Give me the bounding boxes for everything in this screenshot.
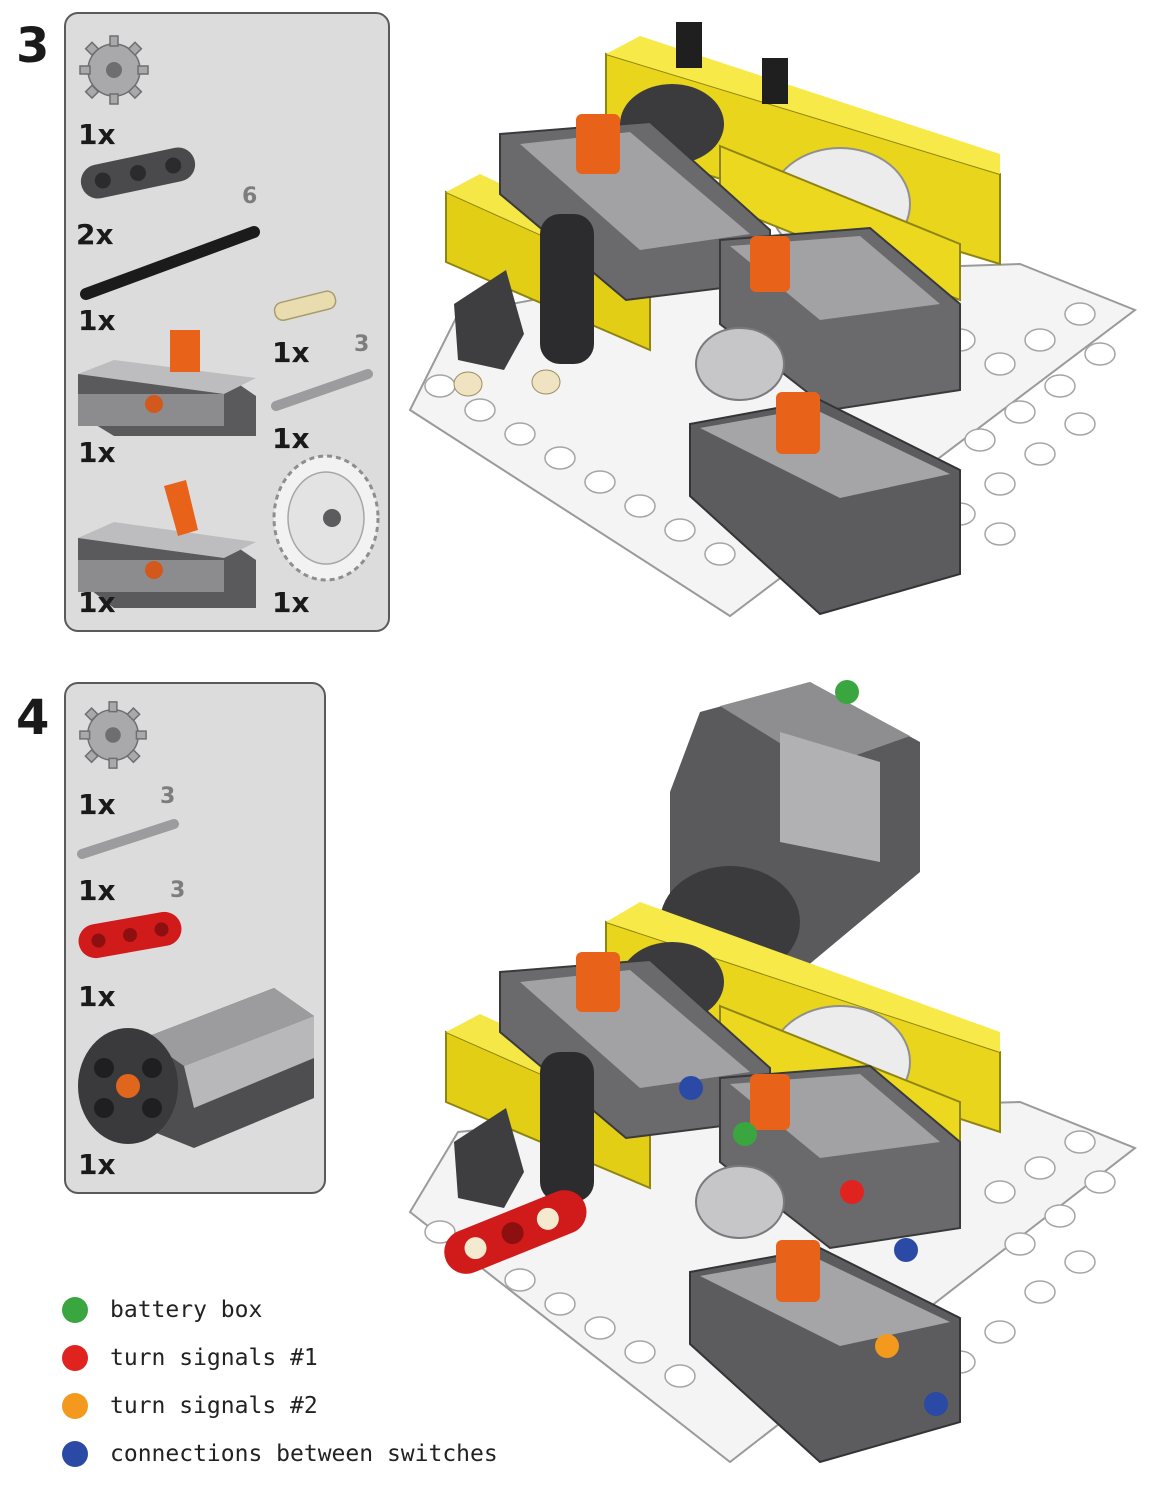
legend-label: battery box [110,1297,263,1323]
axle-length-label: 6 [242,184,258,209]
pole-reverser-switch-part [78,330,256,436]
gear-large-part [272,454,380,582]
axle-length-label: 3 [160,784,176,809]
legend-dot-red [62,1345,88,1371]
beam-length-label: 3 [170,878,186,903]
legend-item-turn-signals-2: turn signals #2 [62,1390,318,1422]
pole-reverser-switch-part [78,480,256,608]
qty-label: 1x [78,1148,116,1181]
gear-small-part [79,701,147,769]
qty-label: 1x [78,788,116,821]
parts-panel-step-3: 1x 2x 6 1x 1x 1x 3 1x 1x [64,12,390,632]
qty-label: 1x [272,586,310,619]
qty-label: 1x [272,336,310,369]
battery-box-dot [733,1122,757,1146]
qty-label: 1x [272,422,310,455]
axle-grey-part [271,369,373,411]
legend-item-turn-signals-1: turn signals #1 [62,1342,318,1374]
step-number-3: 3 [16,18,50,74]
legend-dot-orange [62,1393,88,1419]
parts-panel-step-4: 1x 3 1x 3 1x 1x [64,682,326,1194]
legend-label: turn signals #2 [110,1393,318,1419]
axle-grey-part [77,819,179,859]
qty-label: 1x [78,586,116,619]
axle-length-label: 3 [354,332,370,357]
legend-dot-blue [62,1441,88,1467]
connection-dot [924,1392,948,1416]
turn-signals-1-dot [840,1180,864,1204]
legend-label: turn signals #1 [110,1345,318,1371]
connection-dot [894,1238,918,1262]
legend-item-battery-box: battery box [62,1294,262,1326]
legend-dot-green [62,1297,88,1323]
pin-tan-part [273,290,337,322]
qty-label: 1x [78,436,116,469]
legend-item-connections: connections between switches [62,1438,498,1470]
motor-part [78,988,314,1148]
qty-label: 1x [78,304,116,337]
qty-label: 1x [78,118,116,151]
qty-label: 1x [78,874,116,907]
axle-black-part [80,226,260,300]
legend-label: connections between switches [110,1441,498,1467]
beam-red-part [78,911,182,959]
battery-box-dot [835,680,859,704]
beam-dark-part [80,147,196,199]
gear-small-part [79,35,149,105]
model-step-4 [408,680,1137,1464]
connection-dot [679,1076,703,1100]
step-number-4: 4 [16,690,50,746]
model-step-3 [408,22,1138,618]
turn-signals-2-dot [875,1334,899,1358]
qty-label: 1x [78,980,116,1013]
qty-label: 2x [76,218,114,251]
